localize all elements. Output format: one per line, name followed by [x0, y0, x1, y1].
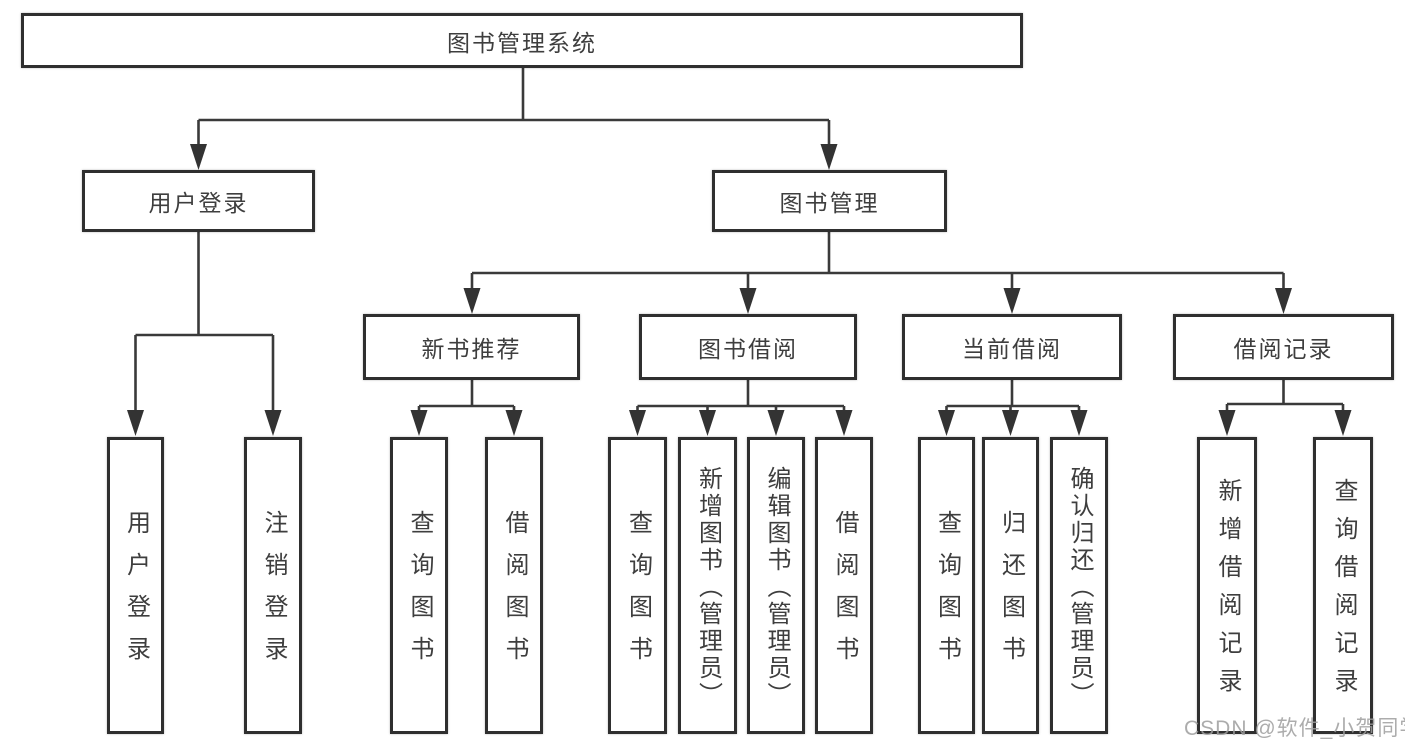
- leaf-label: 确认归还（管理员）: [1066, 465, 1093, 709]
- arrowhead-icon: [835, 410, 853, 436]
- leaf-label: 查询借阅记录: [1330, 477, 1357, 706]
- leaf-label: 新增借阅记录: [1214, 477, 1241, 706]
- arrowhead-icon: [739, 288, 757, 314]
- leaf-user-login: 用户登录: [107, 437, 164, 734]
- leaf-label: 编辑图书（管理员）: [763, 465, 790, 709]
- csdn-watermark: CSDN @软件_小贺同学: [1184, 717, 1405, 740]
- arrowhead-icon: [820, 144, 838, 170]
- leaf-label: 查询图书: [406, 509, 433, 678]
- leaf-label: 用户登录: [122, 509, 150, 678]
- node-label: 图书管理: [779, 190, 880, 216]
- leaf-query-borrow-record: 查询借阅记录: [1313, 437, 1373, 734]
- leaf-logout: 注销登录: [244, 437, 302, 734]
- arrowhead-icon: [1334, 410, 1352, 436]
- node-new-book-recommendation: 新书推荐: [363, 314, 580, 380]
- leaf-borrow-books-recommend: 借阅图书: [485, 437, 543, 734]
- arrowhead-icon: [629, 410, 646, 436]
- leaf-label: 查询图书: [624, 509, 652, 678]
- arrowhead-icon: [190, 144, 207, 170]
- arrowhead-icon: [264, 410, 282, 436]
- leaf-label: 归还图书: [997, 509, 1025, 678]
- leaf-borrow-books: 借阅图书: [815, 437, 873, 734]
- leaf-label: 借阅图书: [831, 509, 858, 678]
- arrowhead-icon: [463, 288, 481, 314]
- leaf-confirm-return-admin: 确认归还（管理员）: [1050, 437, 1108, 734]
- leaf-edit-book-admin: 编辑图书（管理员）: [747, 437, 805, 734]
- arrowhead-icon: [127, 410, 144, 436]
- leaf-query-books-borrow: 查询图书: [608, 437, 667, 734]
- node-label: 当前借阅: [962, 336, 1062, 362]
- node-label: 图书管理系统: [447, 29, 597, 56]
- arrowhead-icon: [505, 410, 523, 436]
- leaf-add-book-admin: 新增图书（管理员）: [678, 437, 737, 734]
- leaf-label: 借阅图书: [501, 509, 528, 678]
- leaf-add-borrow-record: 新增借阅记录: [1197, 437, 1257, 734]
- arrowhead-icon: [1275, 288, 1292, 314]
- arrowhead-icon: [767, 410, 785, 436]
- leaf-label: 注销登录: [260, 509, 287, 678]
- arrowhead-icon: [1218, 410, 1236, 436]
- arrowhead-icon: [938, 410, 955, 436]
- node-book-management: 图书管理: [712, 170, 947, 232]
- arrowhead-icon: [699, 410, 716, 436]
- leaf-return-books: 归还图书: [982, 437, 1039, 734]
- node-current-borrowing: 当前借阅: [902, 314, 1122, 380]
- node-label: 借阅记录: [1233, 336, 1334, 362]
- leaf-label: 新增图书（管理员）: [694, 465, 722, 709]
- leaf-label: 查询图书: [933, 509, 961, 678]
- node-label: 新书推荐: [421, 336, 522, 362]
- arrowhead-icon: [1002, 410, 1019, 436]
- node-borrowing-records: 借阅记录: [1173, 314, 1394, 380]
- node-label: 用户登录: [148, 190, 249, 216]
- leaf-query-books-current: 查询图书: [918, 437, 975, 734]
- arrowhead-icon: [1070, 410, 1088, 436]
- node-book-borrowing: 图书借阅: [639, 314, 857, 380]
- leaf-query-books-recommend: 查询图书: [390, 437, 448, 734]
- node-library-management-system: 图书管理系统: [21, 13, 1023, 68]
- node-label: 图书借阅: [698, 336, 798, 362]
- arrowhead-icon: [410, 410, 428, 436]
- arrowhead-icon: [1003, 288, 1021, 314]
- node-user-login: 用户登录: [82, 170, 315, 232]
